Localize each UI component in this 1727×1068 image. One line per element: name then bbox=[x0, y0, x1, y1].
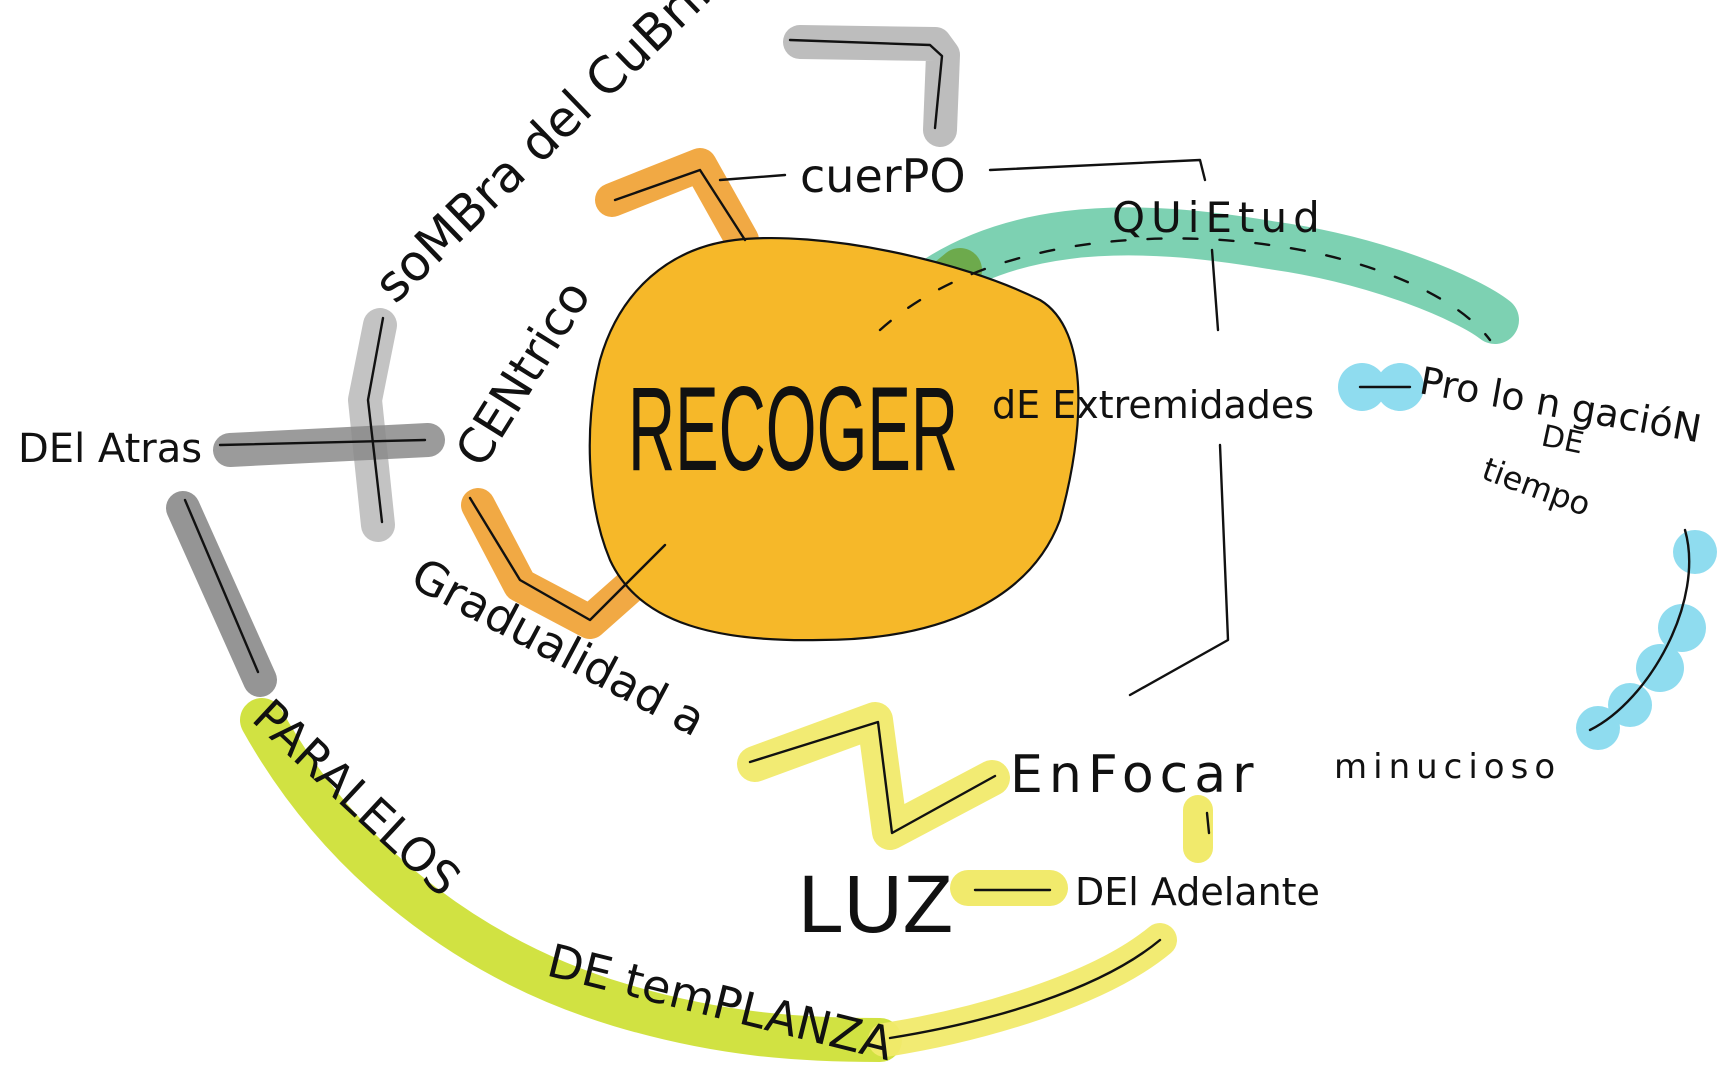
ink-right-curve bbox=[1588, 528, 1691, 732]
ink-quietud-dashes bbox=[878, 237, 1492, 342]
label-cuerpo: cuerPO bbox=[800, 149, 966, 203]
ink-horizontal-left bbox=[218, 438, 427, 447]
lime-arc-highlight bbox=[240, 698, 902, 1062]
central-node: RECOGER bbox=[588, 237, 1080, 642]
label-extremidades: dE Extremidades bbox=[992, 383, 1314, 427]
ink-vertical-left bbox=[366, 316, 385, 524]
ink-orange-top bbox=[613, 168, 747, 242]
ink-diagonal-left bbox=[183, 498, 260, 674]
yellow-zigzag-highlight bbox=[737, 702, 1010, 850]
gray-bracket-top-highlight bbox=[783, 25, 960, 147]
label-quietud: QUiEtud bbox=[1112, 193, 1326, 242]
label-luz: LUZ bbox=[798, 859, 953, 950]
ink-cuerpo-bracket bbox=[988, 158, 1207, 182]
ink-enfocar-tick bbox=[1205, 811, 1211, 835]
central-label: RECOGER bbox=[628, 362, 958, 496]
label-centrico: CENtrico bbox=[445, 271, 602, 477]
label-del-atras: DEl Atras bbox=[18, 426, 202, 472]
ink-orange-bottom bbox=[468, 496, 667, 622]
yellow-tail-highlight bbox=[868, 923, 1177, 1057]
label-del-adelante: DEl Adelante bbox=[1075, 870, 1320, 914]
label-minucioso: minucioso bbox=[1334, 747, 1561, 787]
ink-bottom-arc bbox=[888, 938, 1162, 1040]
ink-cuerpo-link bbox=[718, 173, 787, 182]
orange-bracket-top-highlight bbox=[595, 148, 759, 257]
ink-zigzag bbox=[748, 720, 997, 835]
blue-dots-highlight bbox=[1338, 363, 1717, 750]
ink-bracket-top bbox=[788, 38, 944, 130]
ink-layer bbox=[183, 38, 1691, 1040]
label-enfocar: EnFocar bbox=[1010, 745, 1260, 805]
label-de-right: DE bbox=[1538, 419, 1586, 462]
ink-right-bracket bbox=[1128, 248, 1230, 697]
gray-vertical-highlight bbox=[348, 308, 397, 542]
dark-gray-diagonal-highlight bbox=[166, 491, 277, 697]
central-node-shape bbox=[588, 237, 1080, 642]
